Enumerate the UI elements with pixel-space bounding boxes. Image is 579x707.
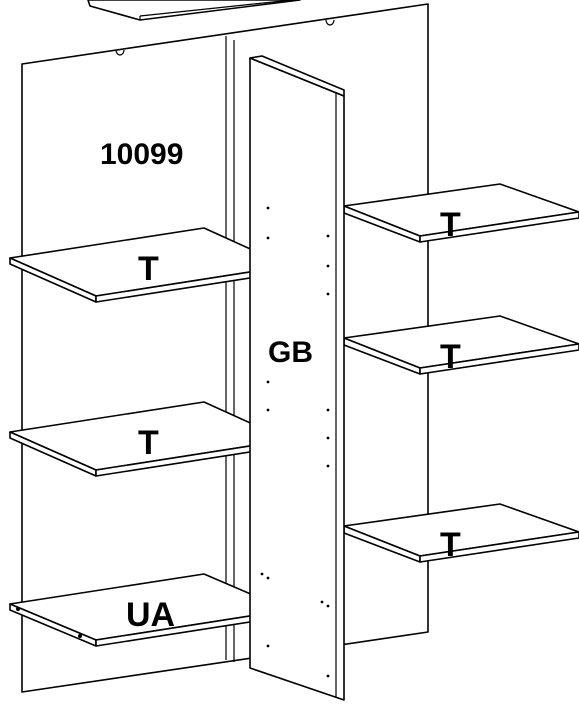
right-shelf-1-label: T [440,206,461,244]
left-shelf-1-label: T [138,250,159,288]
left-shelf-2 [9,401,289,477]
right-shelf-3 [343,503,579,563]
divider-panel-gb [249,55,345,701]
top-panel-fragment [87,0,301,21]
right-shelf-2 [343,315,579,375]
right-shelf-2-label: T [440,338,461,376]
right-shelf-3-label: T [440,526,461,564]
hang-notch-right [325,19,335,26]
left-shelf-1 [9,227,289,303]
left-shelf-2-label: T [138,424,159,462]
divider-panel-label: GB [268,336,313,369]
hang-notch-left [115,49,125,56]
right-shelf-1 [343,183,579,243]
bottom-shelf-label: UA [126,596,175,634]
divider-holes [260,206,330,678]
model-number-label: 10099 [100,138,183,171]
